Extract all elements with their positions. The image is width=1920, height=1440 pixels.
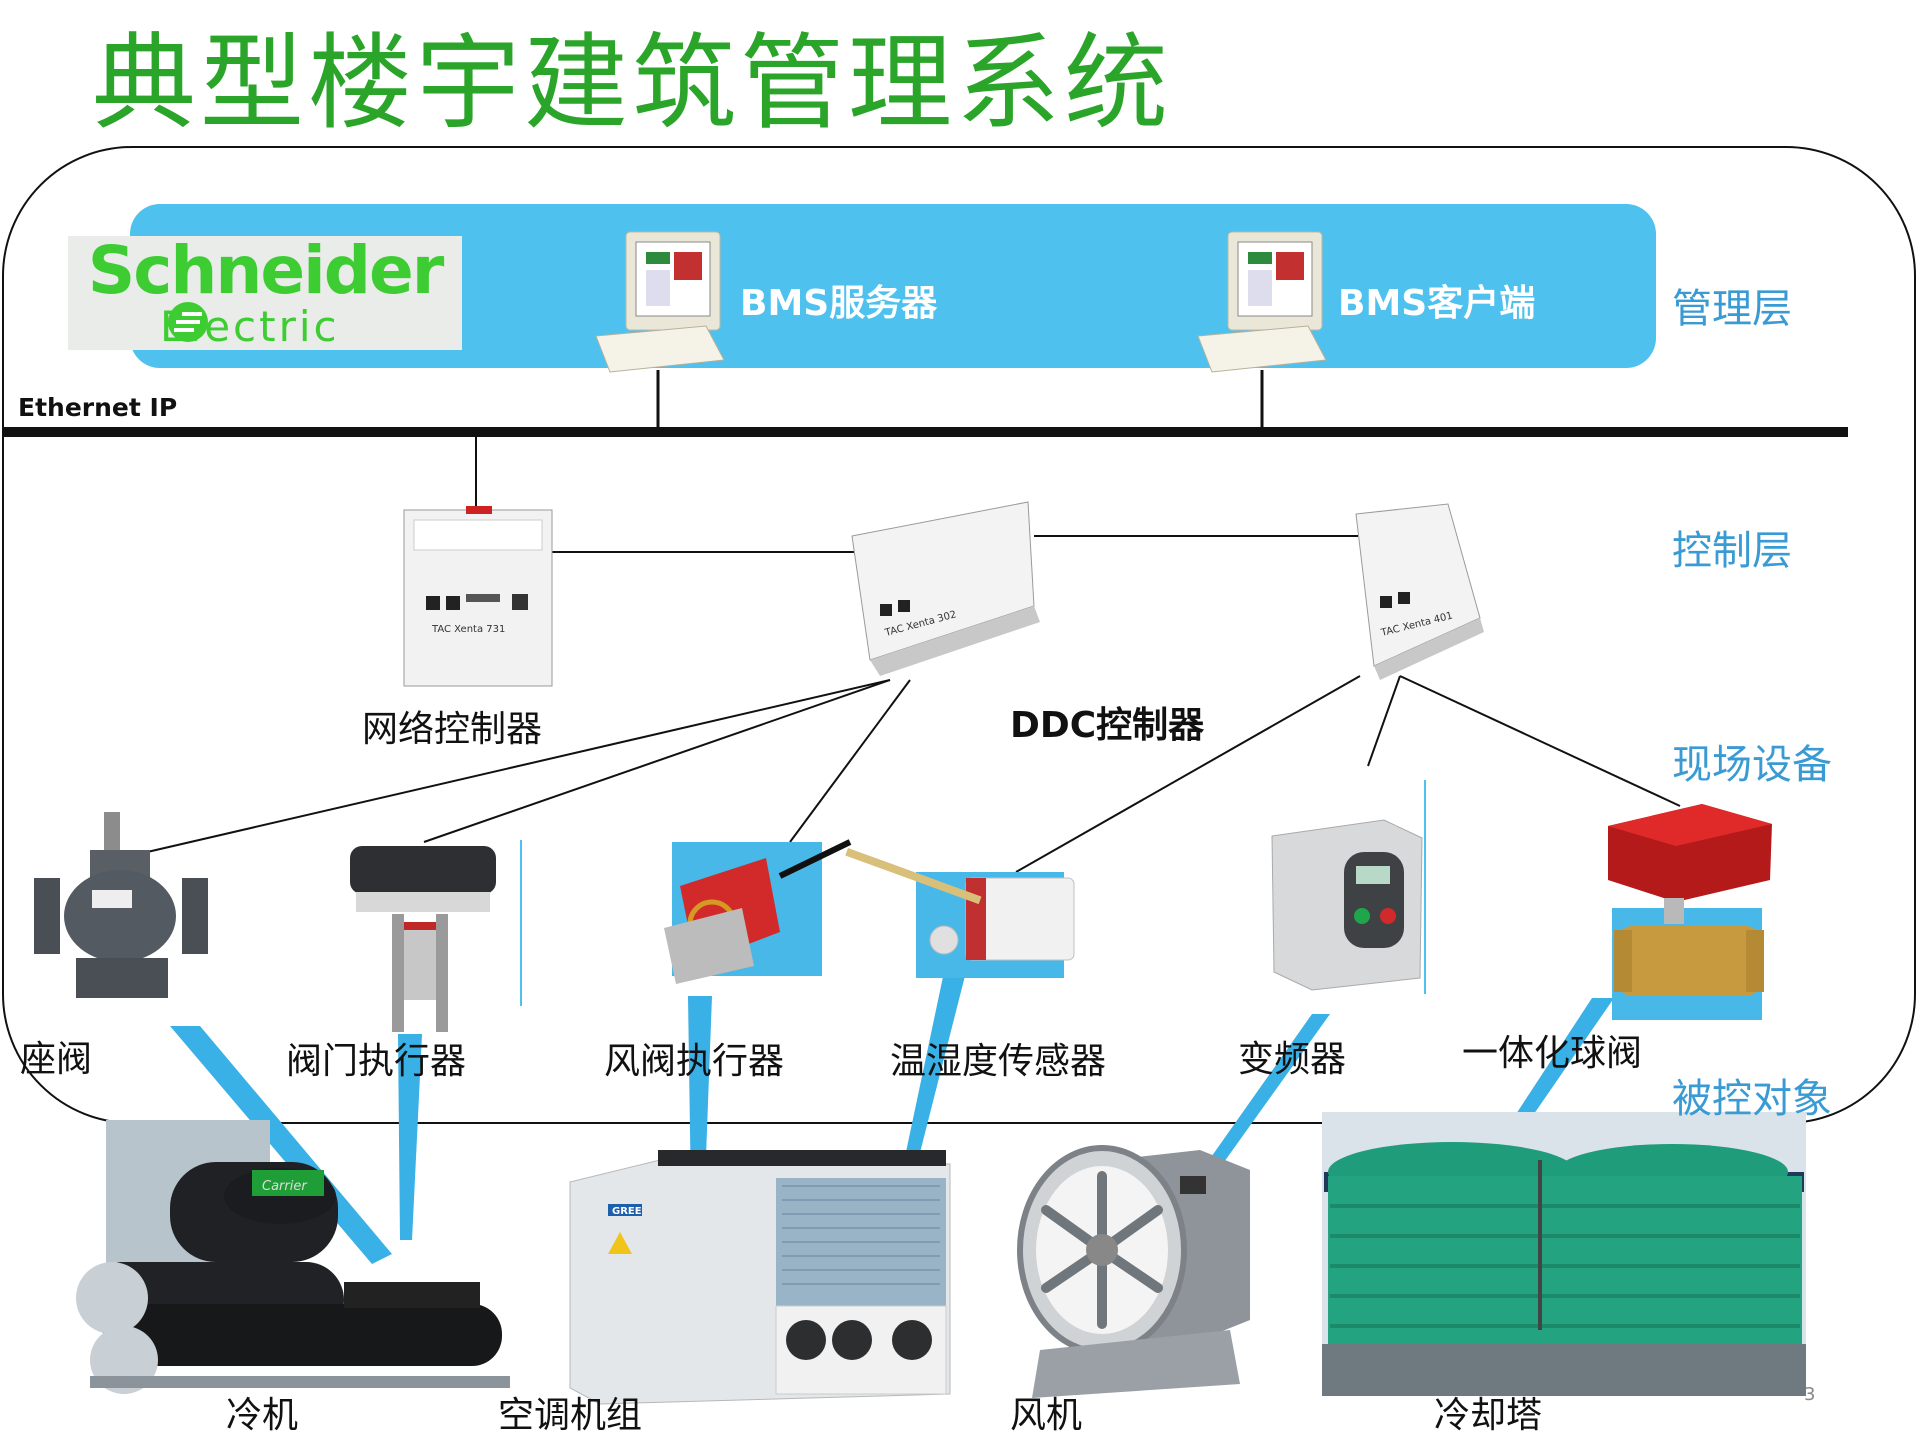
ddc-controller-302-icon: TAC Xenta 302	[851, 501, 1040, 676]
layer-field: 现场设备	[1672, 742, 1832, 788]
chiller-brand: Carrier	[262, 1179, 308, 1194]
beam-valve-actuator	[398, 1034, 422, 1240]
equipment-label: 冷机	[226, 1395, 299, 1436]
line-to-damper-actuator	[789, 679, 911, 843]
system-frame	[2, 146, 1916, 1124]
bms-client-label: BMS客户端	[1338, 283, 1536, 324]
equipment-label: 冷却塔	[1434, 1395, 1543, 1436]
temperature-humidity-sensor-icon	[845, 848, 1075, 978]
line-to-sensor	[1015, 675, 1361, 873]
bms-server-label: BMS服务器	[740, 283, 938, 324]
equipment-label: 风机	[1010, 1395, 1083, 1436]
field-device-label: 阀门执行器	[286, 1041, 467, 1082]
line-to-seat-valve	[129, 679, 891, 857]
ddc-controller-401-icon: TAC Xenta 401	[1355, 503, 1484, 680]
field-device-label: 一体化球阀	[1462, 1033, 1643, 1074]
axial-fan-icon	[1017, 1145, 1250, 1398]
ethernet-bus	[4, 427, 1848, 437]
field-device-label: 座阀	[20, 1039, 93, 1080]
layer-control: 控制层	[1672, 528, 1792, 574]
field-device-label: 风阀执行器	[604, 1041, 785, 1082]
line-to-ball-valve	[1399, 675, 1681, 807]
ethernet-label: Ethernet IP	[18, 393, 178, 422]
line-to-valve-actuator	[423, 679, 891, 843]
server-computer-icon	[595, 231, 725, 373]
logo-name-top: Schneider	[87, 232, 445, 309]
field-device-label: 温湿度传感器	[890, 1041, 1107, 1082]
page-number: 3	[1804, 1384, 1816, 1405]
network-controller-icon: TAC Xenta 731	[403, 506, 553, 687]
seat-valve-icon	[34, 812, 208, 998]
network-controller-label: 网络控制器	[362, 709, 543, 750]
layer-management: 管理层	[1672, 286, 1792, 332]
air-handling-unit-icon: GREE	[569, 1150, 951, 1405]
ahu-brand: GREE	[612, 1206, 642, 1217]
variable-frequency-drive-icon	[1271, 780, 1426, 994]
field-device-label: 变频器	[1238, 1039, 1347, 1080]
chiller-icon: Carrier	[76, 1120, 510, 1394]
beam-vfd	[1202, 1014, 1330, 1176]
layer-controlled: 被控对象	[1672, 1076, 1832, 1122]
logo-mark-icon	[168, 302, 208, 342]
schneider-logo	[68, 236, 462, 350]
valve-actuator-divider	[520, 840, 522, 1006]
valve-actuator-icon	[350, 846, 496, 1032]
equipment-label: 空调机组	[498, 1395, 643, 1436]
ball-valve-icon	[1608, 804, 1772, 1020]
cooling-tower-icon	[1322, 1112, 1806, 1396]
page-title: 典型楼宇建筑管理系统	[92, 22, 1173, 144]
line-to-vfd	[1367, 675, 1401, 767]
xenta-731-label: TAC Xenta 731	[431, 624, 505, 635]
damper-actuator-icon	[664, 839, 852, 984]
ddc-controller-label: DDC控制器	[1010, 705, 1205, 746]
client-computer-icon	[1197, 231, 1327, 373]
